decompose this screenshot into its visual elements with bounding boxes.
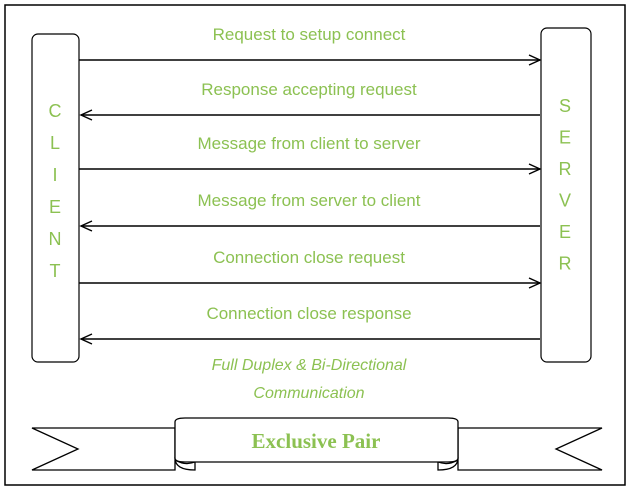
message-label: Request to setup connect: [213, 25, 406, 44]
note-line-2: Communication: [253, 385, 364, 402]
server-letter: V: [559, 191, 571, 211]
client-letter: I: [52, 165, 57, 185]
message-label: Response accepting request: [201, 80, 417, 99]
message-label: Message from server to client: [198, 191, 421, 210]
message-label: Connection close response: [206, 304, 411, 323]
server-box: [540, 27, 592, 363]
client-letter: E: [49, 197, 61, 217]
banner-left-tail: [31, 427, 176, 471]
server-letter: R: [559, 254, 572, 274]
client-letter: T: [50, 261, 61, 281]
banner-label: Exclusive Pair: [252, 429, 381, 453]
banner-right-tail: [457, 427, 603, 471]
message-label: Connection close request: [213, 248, 405, 267]
client-box: [31, 33, 80, 363]
server-letter: S: [559, 96, 571, 116]
note-line-1: Full Duplex & Bi-Directional: [212, 357, 407, 374]
client-letter: N: [49, 229, 62, 249]
banner-front: [174, 417, 459, 463]
diagram-frame: [4, 4, 626, 486]
server-letter: E: [559, 128, 571, 148]
exclusive-pair-banner: Exclusive Pair: [31, 417, 603, 471]
server-letter: E: [559, 222, 571, 242]
server-letter: R: [559, 159, 572, 179]
client-letter: L: [50, 133, 60, 153]
client-letter: C: [49, 101, 62, 121]
message-label: Message from client to server: [198, 134, 421, 153]
